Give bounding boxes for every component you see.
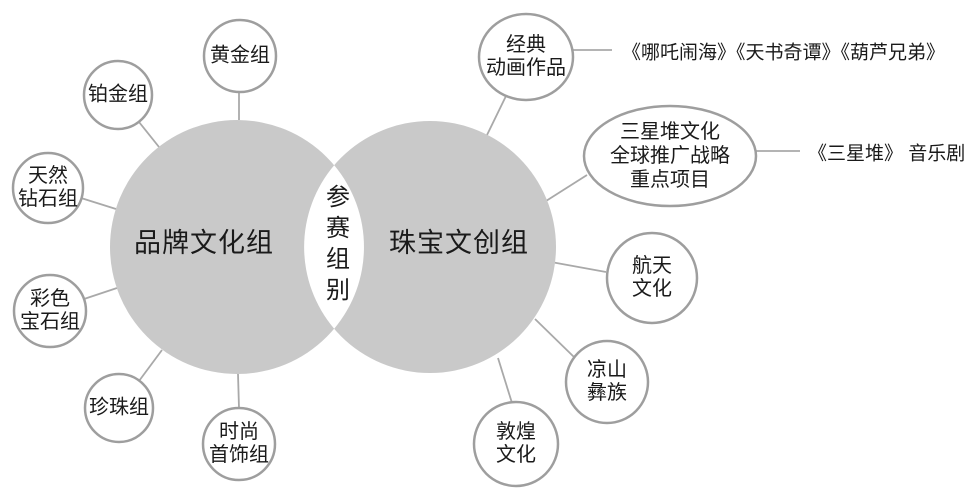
node-shape-sanxingdui xyxy=(582,104,758,208)
node-label-colored-gemstone: 彩色 宝石组 xyxy=(20,288,80,333)
connector-classic-animation xyxy=(486,95,507,136)
connector-liangshan-yi xyxy=(534,318,575,358)
node-shape-natural-diamond xyxy=(11,151,85,225)
node-shape-gold xyxy=(202,18,278,94)
node-shape-classic-animation xyxy=(477,12,575,102)
connector-sanxingdui xyxy=(545,174,588,202)
node-shape-dunhuang xyxy=(472,400,560,488)
annotation-sanxingdui: 《三星堆》 音乐剧 xyxy=(808,143,966,165)
venn-center-label: 参赛组别 xyxy=(321,184,349,308)
node-label-gold: 黄金组 xyxy=(210,44,270,67)
annotation-classic-animation: 《哪吒闹海》《天书奇谭》《葫芦兄弟》 xyxy=(622,42,946,64)
node-shape-platinum xyxy=(82,59,154,131)
connector-fashion-jewelry xyxy=(237,373,240,409)
connector-aerospace xyxy=(550,261,607,273)
node-label-platinum: 铂金组 xyxy=(88,83,148,106)
node-shape-pearl xyxy=(83,372,155,444)
venn-circle-jewelry-cultural xyxy=(304,121,556,373)
node-label-dunhuang: 敦煌 文化 xyxy=(496,421,536,466)
satellite-nodes xyxy=(11,12,758,488)
connector-lines xyxy=(80,49,800,409)
venn-label-jewelry-cultural: 珠宝文创组 xyxy=(389,228,529,258)
connector-pearl xyxy=(138,349,163,382)
node-label-classic-animation: 经典 动画作品 xyxy=(486,34,566,79)
node-label-liangshan-yi: 凉山 彝族 xyxy=(587,359,627,404)
venn-circle-brand-culture xyxy=(110,120,364,374)
node-shape-liangshan-yi xyxy=(564,339,650,425)
node-label-pearl: 珍珠组 xyxy=(89,396,149,419)
node-label-fashion-jewelry: 时尚 首饰组 xyxy=(209,421,269,466)
connector-colored-gemstone xyxy=(83,287,118,300)
connector-dunhuang xyxy=(497,357,513,404)
node-label-aerospace: 航天 文化 xyxy=(632,255,672,300)
node-label-natural-diamond: 天然 钻石组 xyxy=(18,165,78,210)
connector-platinum xyxy=(138,121,160,148)
venn-label-brand-culture: 品牌文化组 xyxy=(134,228,274,258)
connector-natural-diamond xyxy=(80,197,117,210)
node-shape-colored-gemstone xyxy=(12,273,88,349)
node-shape-fashion-jewelry xyxy=(201,406,277,482)
node-shape-aerospace xyxy=(605,231,699,325)
node-label-sanxingdui: 三星堆文化 全球推广战略 重点项目 xyxy=(610,121,730,191)
venn-intersection-lens xyxy=(304,165,364,329)
